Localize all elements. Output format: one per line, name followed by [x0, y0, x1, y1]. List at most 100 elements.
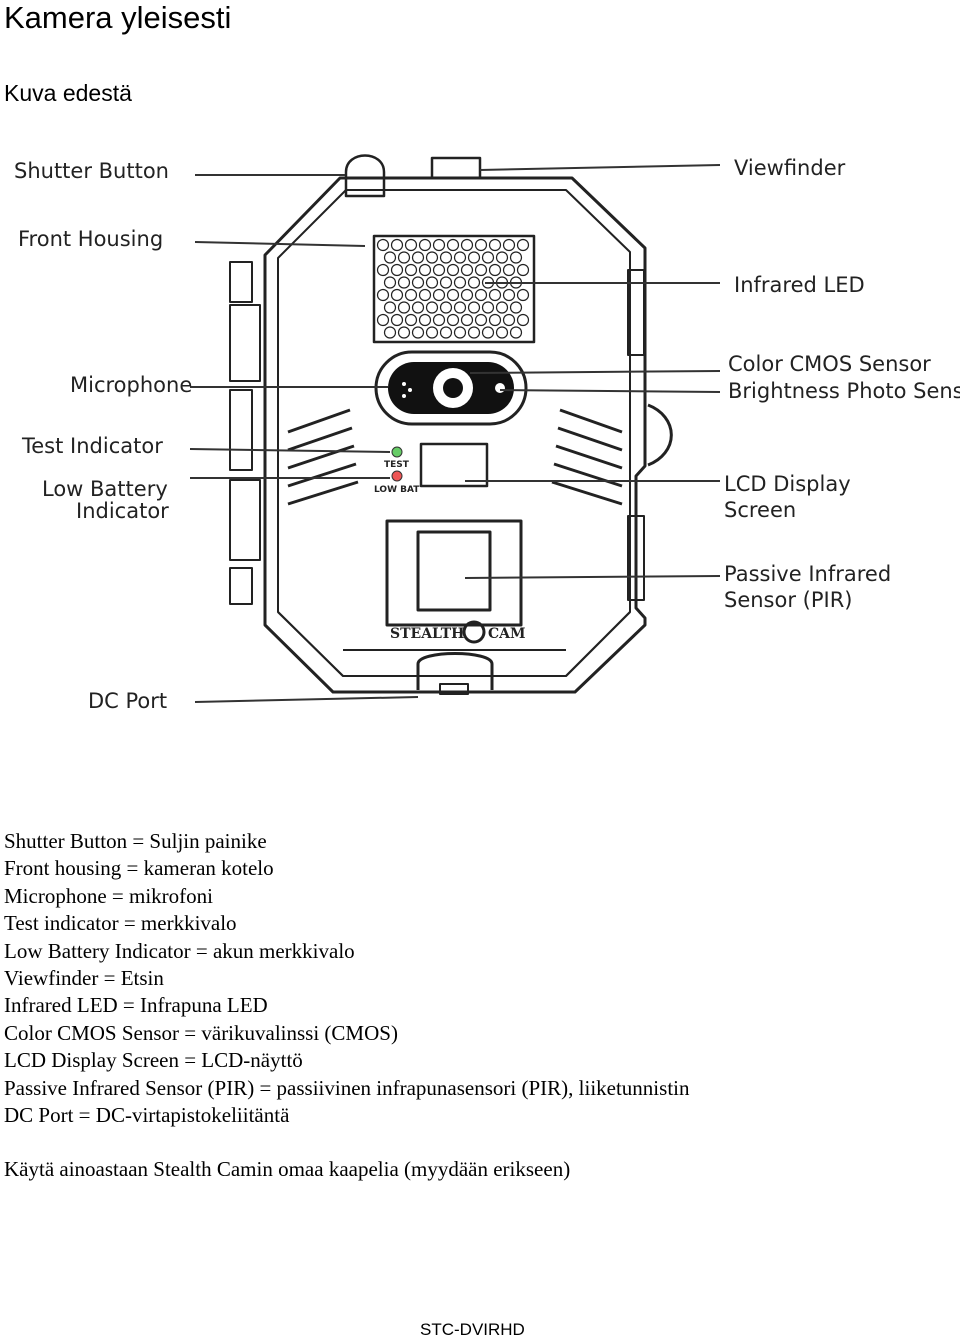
led-dot [453, 326, 467, 339]
led-dot [397, 301, 411, 314]
label-front-housing: Front Housing [18, 227, 163, 251]
led-dot [404, 288, 418, 302]
led-dot [446, 238, 460, 252]
led-dot [502, 288, 516, 302]
label-low-battery-line1: Low Battery [42, 477, 168, 501]
leader-viewfinder [479, 164, 721, 171]
led-dot [418, 313, 432, 327]
legend-item: Passive Infrared Sensor (PIR) = passiivi… [4, 1075, 690, 1100]
led-dot [481, 326, 495, 339]
page-subtitle: Kuva edestä [4, 80, 132, 106]
led-dot [509, 251, 523, 264]
led-dot [439, 326, 453, 339]
led-dot [474, 238, 488, 252]
leader-brightness [499, 389, 721, 393]
led-dot [418, 263, 432, 277]
cam-lowbat-text: LOW BAT [374, 485, 420, 495]
led-dot [460, 263, 474, 277]
infrared-led-panel [372, 234, 536, 344]
led-dot [411, 276, 425, 289]
led-dot [488, 238, 502, 252]
led-dot [446, 288, 460, 302]
led-dot [495, 251, 509, 264]
label-lcd-line1: LCD Display [724, 472, 851, 496]
label-dc-port: DC Port [88, 689, 167, 713]
led-dot [397, 326, 411, 339]
led-dot [474, 288, 488, 302]
legend-item: Microphone = mikrofoni [4, 883, 213, 908]
legend-item: Test indicator = merkkivalo [4, 911, 237, 936]
led-dot [404, 313, 418, 327]
legend-item: LCD Display Screen = LCD-näyttö [4, 1048, 303, 1073]
led-dot [404, 263, 418, 277]
legend-item: Low Battery Indicator = akun merkkivalo [4, 938, 355, 963]
led-dot [467, 326, 481, 339]
led-dot [411, 301, 425, 314]
led-dot [390, 263, 404, 277]
camera-front-diagram: TEST LOW BAT STEALTH CAM Shutter Button … [14, 154, 960, 713]
led-dot [425, 251, 439, 264]
led-dot [418, 288, 432, 302]
led-dot [439, 301, 453, 314]
led-dot [467, 251, 481, 264]
led-dot [516, 263, 530, 277]
led-dot [453, 276, 467, 289]
led-dot [383, 276, 397, 289]
led-dot [383, 251, 397, 264]
led-dot [432, 238, 446, 252]
front-housing-outline [263, 176, 647, 694]
translation-legend: Shutter Button = Suljin painike Front ho… [4, 828, 689, 1129]
led-dot [453, 251, 467, 264]
pir-window [416, 530, 492, 612]
led-dot [467, 301, 481, 314]
led-dot [502, 313, 516, 327]
led-dot [376, 238, 390, 252]
led-dot [495, 326, 509, 339]
lcd-screen [419, 442, 489, 488]
legend-item: Front housing = kameran kotelo [4, 856, 274, 881]
led-dot [516, 238, 530, 252]
led-dot [425, 326, 439, 339]
led-dot [509, 301, 523, 314]
label-brightness: Brightness Photo Sensor [728, 379, 960, 403]
led-dot [439, 276, 453, 289]
led-dot [376, 288, 390, 302]
led-dot [397, 251, 411, 264]
led-dot [502, 238, 516, 252]
label-test-indicator: Test Indicator [21, 434, 163, 458]
led-dot [397, 276, 411, 289]
led-dot [425, 301, 439, 314]
led-dot [383, 301, 397, 314]
led-dot [418, 238, 432, 252]
led-dot [425, 276, 439, 289]
led-dot [495, 301, 509, 314]
leader-dc-port [194, 696, 419, 703]
leader-front-housing [194, 241, 366, 247]
led-dot [432, 288, 446, 302]
led-dot [432, 313, 446, 327]
led-dot [467, 276, 481, 289]
led-dot [376, 263, 390, 277]
cable-note: Käytä ainoastaan Stealth Camin omaa kaap… [4, 1157, 571, 1181]
label-microphone: Microphone [70, 373, 192, 397]
leader-test-indicator [189, 448, 391, 453]
led-dot [390, 313, 404, 327]
led-dot [376, 313, 390, 327]
led-dot [446, 313, 460, 327]
led-dot [488, 263, 502, 277]
led-dot [390, 238, 404, 252]
legend-item: DC Port = DC-virtapistokeliitäntä [4, 1103, 290, 1128]
led-dot [488, 288, 502, 302]
label-pir-line1: Passive Infrared [724, 562, 891, 586]
label-infrared-led: Infrared LED [734, 273, 865, 297]
led-dot [474, 263, 488, 277]
label-pir-line2: Sensor (PIR) [724, 588, 853, 612]
legend-item: Shutter Button = Suljin painike [4, 829, 267, 853]
led-dot [481, 301, 495, 314]
led-dot [439, 251, 453, 264]
page-title: Kamera yleisesti [4, 0, 232, 35]
low-battery-indicator-light [391, 470, 403, 482]
test-indicator-light [391, 446, 403, 458]
legend-item: Color CMOS Sensor = värikuvalinssi (CMOS… [4, 1020, 398, 1045]
pir-frame [385, 519, 523, 627]
